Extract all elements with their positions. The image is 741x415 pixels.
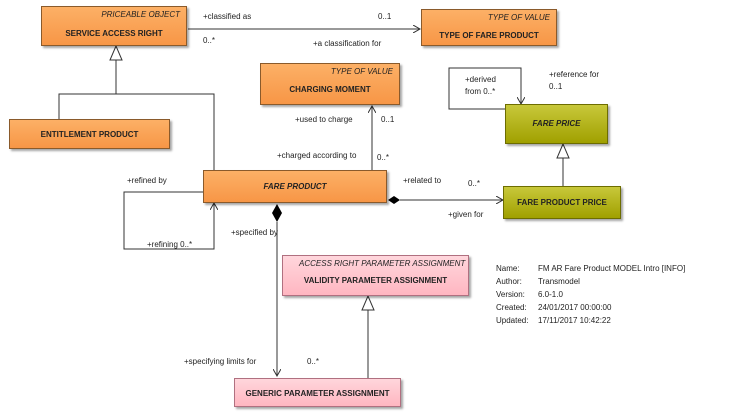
- class-name: GENERIC PARAMETER ASSIGNMENT: [245, 389, 390, 398]
- label-reference-for: +reference for: [549, 70, 600, 79]
- meta-updated-value: 17/11/2017 10:42:22: [538, 316, 611, 325]
- class-name: FARE PRODUCT: [263, 182, 327, 191]
- label-related-to: +related to: [403, 176, 442, 185]
- generalization-triangle-validity: [361, 294, 375, 311]
- generalization-fare-product: [116, 93, 215, 170]
- class-validity-parameter-assignment[interactable]: ACCESS RIGHT PARAMETER ASSIGNMENT VALIDI…: [282, 255, 469, 296]
- stereotype-label: TYPE OF VALUE: [487, 13, 550, 22]
- label-given-for: +given for: [448, 210, 484, 219]
- label-derived-from: +derived: [465, 75, 496, 84]
- label-refined-by: +refined by: [127, 176, 167, 185]
- label-classification-for: +a classification for: [313, 39, 382, 48]
- stereotype-label: PRICEABLE OBJECT: [101, 10, 180, 19]
- class-generic-parameter-assignment[interactable]: GENERIC PARAMETER ASSIGNMENT: [234, 378, 401, 407]
- meta-created-value: 24/01/2017 00:00:00: [538, 303, 612, 312]
- composition-diamond-related: [388, 196, 400, 204]
- meta-updated-key: Updated:: [496, 316, 529, 325]
- label-charged-according-to: +charged according to: [277, 151, 357, 160]
- class-fare-price[interactable]: FARE PRICE: [505, 104, 608, 144]
- composition-diamond-specified: [272, 204, 282, 222]
- class-name: CHARGING MOMENT: [289, 85, 371, 94]
- class-charging-moment[interactable]: TYPE OF VALUE CHARGING MOMENT: [260, 63, 400, 105]
- label-used-to-charge: +used to charge: [295, 115, 353, 124]
- class-entitlement-product[interactable]: ENTITLEMENT PRODUCT: [9, 119, 170, 149]
- class-fare-product[interactable]: FARE PRODUCT: [203, 170, 387, 203]
- meta-name-key: Name:: [496, 264, 520, 273]
- class-name: FARE PRODUCT PRICE: [517, 198, 607, 207]
- label-specifying-limits-for-mult: 0..*: [307, 357, 320, 366]
- label-refining: +refining 0..*: [147, 240, 193, 249]
- class-type-of-fare-product[interactable]: TYPE OF VALUE TYPE OF FARE PRODUCT: [421, 9, 557, 46]
- meta-created-key: Created:: [496, 303, 527, 312]
- meta-author-value: Transmodel: [538, 277, 580, 286]
- stereotype-label: TYPE OF VALUE: [330, 67, 393, 76]
- meta-name-value: FM AR Fare Product MODEL Intro [INFO]: [538, 264, 686, 273]
- label-classified-as: +classified as: [203, 12, 252, 21]
- stereotype-label: ACCESS RIGHT PARAMETER ASSIGNMENT: [299, 259, 466, 268]
- label-charged-according-to-mult: 0..*: [377, 153, 390, 162]
- label-used-to-charge-mult: 0..1: [381, 115, 395, 124]
- generalization-triangle-fare-price: [556, 142, 570, 159]
- label-specifying-limits-for: +specifying limits for: [184, 357, 257, 366]
- label-classified-as-mult: 0..1: [378, 12, 392, 21]
- class-name: ENTITLEMENT PRODUCT: [40, 130, 139, 139]
- meta-version-key: Version:: [496, 290, 525, 299]
- class-name: SERVICE ACCESS RIGHT: [65, 29, 163, 38]
- meta-version-value: 6.0-1.0: [538, 290, 563, 299]
- generalization-entitlement: [58, 60, 117, 119]
- class-name: VALIDITY PARAMETER ASSIGNMENT: [303, 276, 448, 285]
- generalization-triangle-sar-1: [109, 44, 123, 61]
- meta-author-key: Author:: [496, 277, 522, 286]
- label-derived-from-2: from 0..*: [465, 87, 496, 96]
- assoc-derived-from: [448, 67, 521, 110]
- class-service-access-right[interactable]: PRICEABLE OBJECT SERVICE ACCESS RIGHT: [41, 6, 187, 46]
- class-name: TYPE OF FARE PRODUCT: [439, 31, 539, 40]
- label-related-to-mult: 0..*: [468, 179, 481, 188]
- label-reference-for-mult: 0..1: [549, 82, 563, 91]
- assoc-refined-by: [123, 191, 214, 250]
- label-specified-by: +specified by: [231, 228, 278, 237]
- label-classification-for-mult: 0..*: [203, 36, 216, 45]
- class-fare-product-price[interactable]: FARE PRODUCT PRICE: [503, 186, 621, 219]
- class-name: FARE PRICE: [532, 119, 581, 128]
